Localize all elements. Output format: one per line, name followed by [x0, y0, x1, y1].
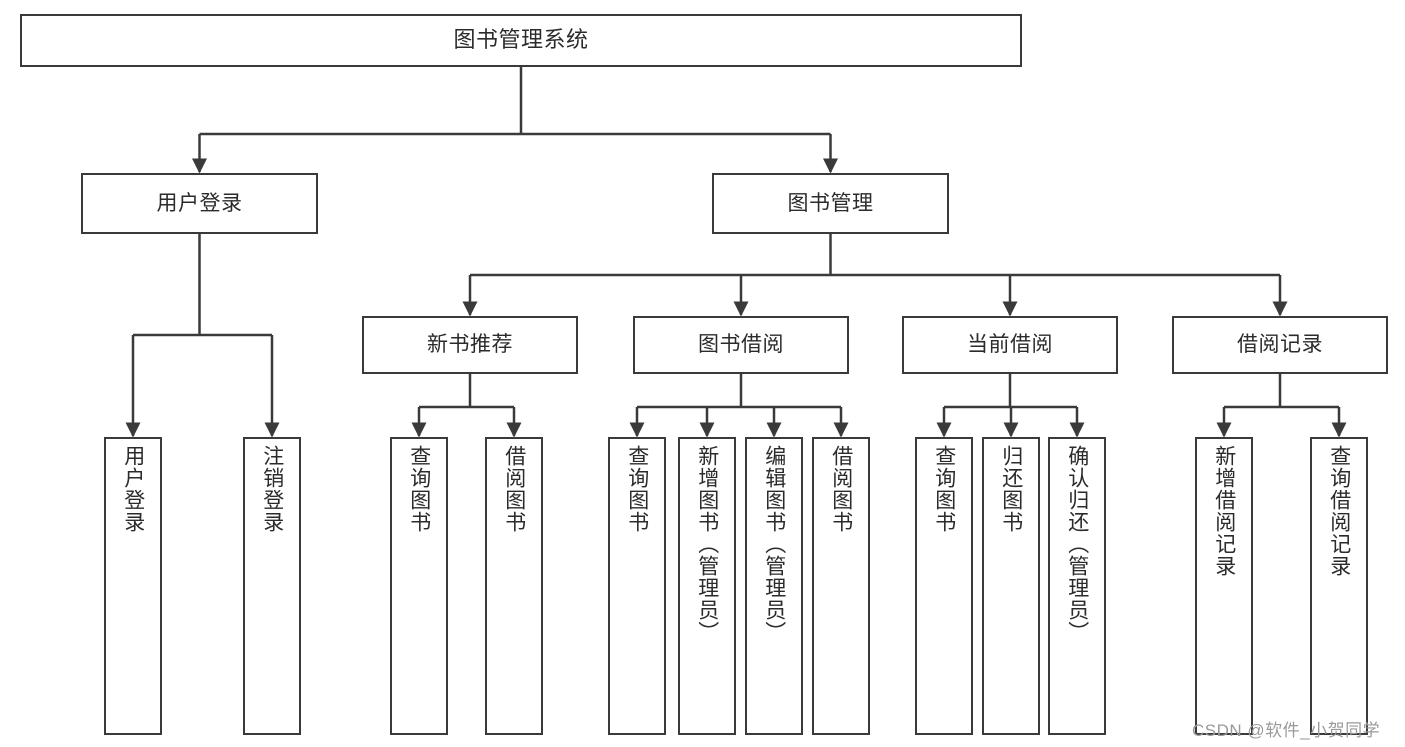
node-label: 图书借阅 — [698, 333, 784, 357]
node-label: 用户登录 — [121, 445, 145, 533]
node-label: 借阅图书 — [829, 445, 853, 533]
node-records[interactable]: 借阅记录 — [1172, 316, 1388, 374]
node-leaf-borrow-2[interactable]: 新增图书（管理员） — [678, 437, 736, 735]
edge-layer — [125, 67, 1347, 438]
node-leaf-borrow-4[interactable]: 借阅图书 — [812, 437, 870, 735]
node-label: 新书推荐 — [427, 333, 513, 357]
node-label: 查询图书 — [932, 445, 956, 533]
node-label: 图书管理 — [787, 191, 874, 215]
node-label: 新增图书（管理员） — [695, 445, 719, 643]
node-leaf-login-1[interactable]: 用户登录 — [104, 437, 162, 735]
node-leaf-borrow-1[interactable]: 查询图书 — [608, 437, 666, 735]
node-bookmgmt[interactable]: 图书管理 — [712, 173, 949, 234]
node-label: 查询图书 — [407, 445, 431, 533]
node-current[interactable]: 当前借阅 — [902, 316, 1118, 374]
node-label: 归还图书 — [999, 445, 1023, 533]
node-label: 当前借阅 — [967, 333, 1053, 357]
node-leaf-login-2[interactable]: 注销登录 — [243, 437, 301, 735]
node-leaf-rec-2[interactable]: 查询借阅记录 — [1310, 437, 1368, 735]
node-leaf-cur-3[interactable]: 确认归还（管理员） — [1048, 437, 1106, 735]
node-label: 查询图书 — [625, 445, 649, 533]
node-leaf-cur-1[interactable]: 查询图书 — [915, 437, 973, 735]
watermark: CSDN @软件_小贺同学 — [1192, 721, 1381, 740]
node-login[interactable]: 用户登录 — [81, 173, 318, 234]
node-borrow[interactable]: 图书借阅 — [633, 316, 849, 374]
node-label: 查询借阅记录 — [1327, 445, 1351, 577]
node-leaf-rec-1[interactable]: 新增借阅记录 — [1195, 437, 1253, 735]
node-leaf-borrow-3[interactable]: 编辑图书（管理员） — [745, 437, 803, 735]
node-leaf-new-2[interactable]: 借阅图书 — [485, 437, 543, 735]
node-root[interactable]: 图书管理系统 — [20, 14, 1022, 67]
node-label: 图书管理系统 — [453, 27, 589, 53]
node-label: 用户登录 — [156, 191, 243, 215]
node-label: 确认归还（管理员） — [1065, 445, 1089, 643]
node-label: 借阅记录 — [1237, 333, 1323, 357]
node-label: 新增借阅记录 — [1212, 445, 1236, 577]
node-label: 注销登录 — [260, 445, 284, 533]
node-leaf-new-1[interactable]: 查询图书 — [390, 437, 448, 735]
node-newbook[interactable]: 新书推荐 — [362, 316, 578, 374]
node-label: 编辑图书（管理员） — [762, 445, 786, 643]
node-leaf-cur-2[interactable]: 归还图书 — [982, 437, 1040, 735]
node-label: 借阅图书 — [502, 445, 526, 533]
